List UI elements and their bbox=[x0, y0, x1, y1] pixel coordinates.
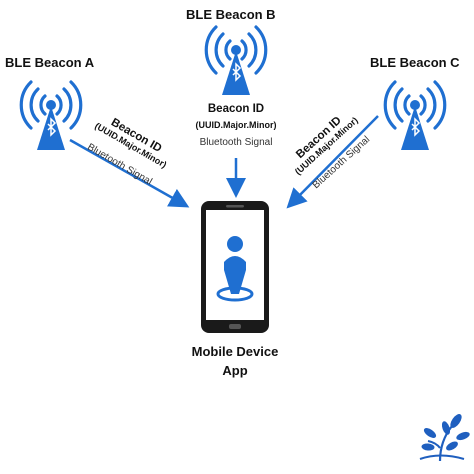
beacon-b-title: BLE Beacon B bbox=[186, 7, 276, 22]
broadcast-tower-icon bbox=[37, 100, 65, 150]
beacon-c-title: BLE Beacon C bbox=[370, 55, 460, 70]
location-pin-icon bbox=[216, 236, 254, 302]
bluetooth-icon bbox=[411, 117, 421, 137]
beacon-a-title: BLE Beacon A bbox=[5, 55, 95, 70]
beacon-b-signal-label: Bluetooth Signal bbox=[199, 137, 273, 148]
device-label: Mobile Device App bbox=[155, 342, 315, 380]
broadcast-tower-icon bbox=[401, 100, 429, 150]
signal-arrow-c bbox=[286, 115, 379, 209]
signal-arrow-a bbox=[69, 138, 190, 208]
beacon-c-icon bbox=[383, 80, 447, 130]
leaf-logo-icon bbox=[419, 414, 470, 462]
beacon-b-icon bbox=[204, 25, 268, 75]
mobile-device-icon bbox=[201, 201, 269, 333]
device-label-line1: Mobile Device bbox=[191, 344, 279, 359]
beacon-a-icon bbox=[19, 80, 83, 130]
broadcast-tower-icon bbox=[222, 45, 250, 95]
bluetooth-icon bbox=[47, 117, 57, 137]
device-label-line2: App bbox=[222, 363, 248, 378]
bluetooth-icon bbox=[232, 62, 242, 82]
beacon-b-uuid-label: (UUID.Major.Minor) bbox=[195, 120, 277, 130]
beacon-b-id-label: Beacon ID bbox=[207, 103, 265, 115]
